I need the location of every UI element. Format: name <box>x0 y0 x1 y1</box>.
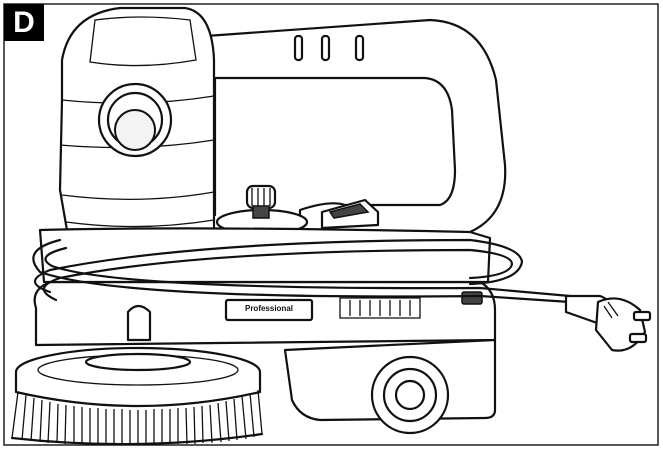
brand-label: Professional <box>244 304 293 313</box>
panel-label: D <box>4 4 44 41</box>
brush-head <box>10 346 264 446</box>
speed-dial <box>215 184 309 236</box>
power-plug <box>564 294 652 352</box>
figure-border <box>3 3 659 446</box>
power-cord <box>32 238 572 304</box>
vent-slot <box>293 34 304 62</box>
vent-slot <box>354 34 365 62</box>
wheel-housing <box>283 338 497 435</box>
vent-slot <box>320 34 331 62</box>
brand-plate <box>224 298 314 322</box>
power-switch <box>320 198 380 230</box>
side-knob <box>114 109 156 151</box>
motor-housing <box>58 6 216 242</box>
